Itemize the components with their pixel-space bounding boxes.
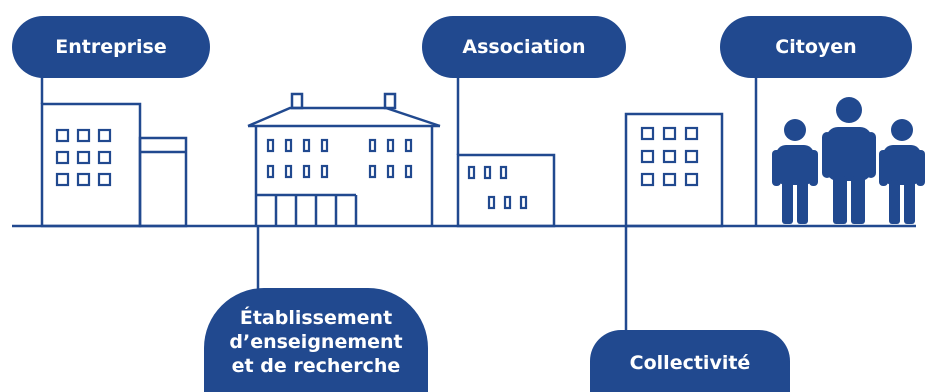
citoyen-pill: Citoyen [720, 16, 912, 78]
etablissement-label-line3: et de recherche [231, 354, 401, 377]
association-label: Association [462, 36, 586, 58]
citizens-figures [772, 97, 925, 224]
collectivite-building [624, 112, 724, 228]
entreprise-label: Entreprise [55, 36, 167, 58]
entreprise-building [40, 62, 188, 228]
entreprise-pill: Entreprise [12, 16, 210, 78]
collectivite-pill: Collectivité [590, 330, 790, 392]
etablissement-label-line2: d’enseignement [229, 331, 403, 354]
association-pill: Association [422, 16, 626, 78]
etablissement-pill: Établissement d’enseignement et de reche… [204, 288, 428, 392]
etablissement-label-line1: Établissement [239, 307, 393, 330]
university-building [247, 92, 441, 226]
citoyen-label: Citoyen [775, 36, 857, 58]
association-building [456, 62, 556, 228]
collectivite-label: Collectivité [629, 352, 751, 374]
